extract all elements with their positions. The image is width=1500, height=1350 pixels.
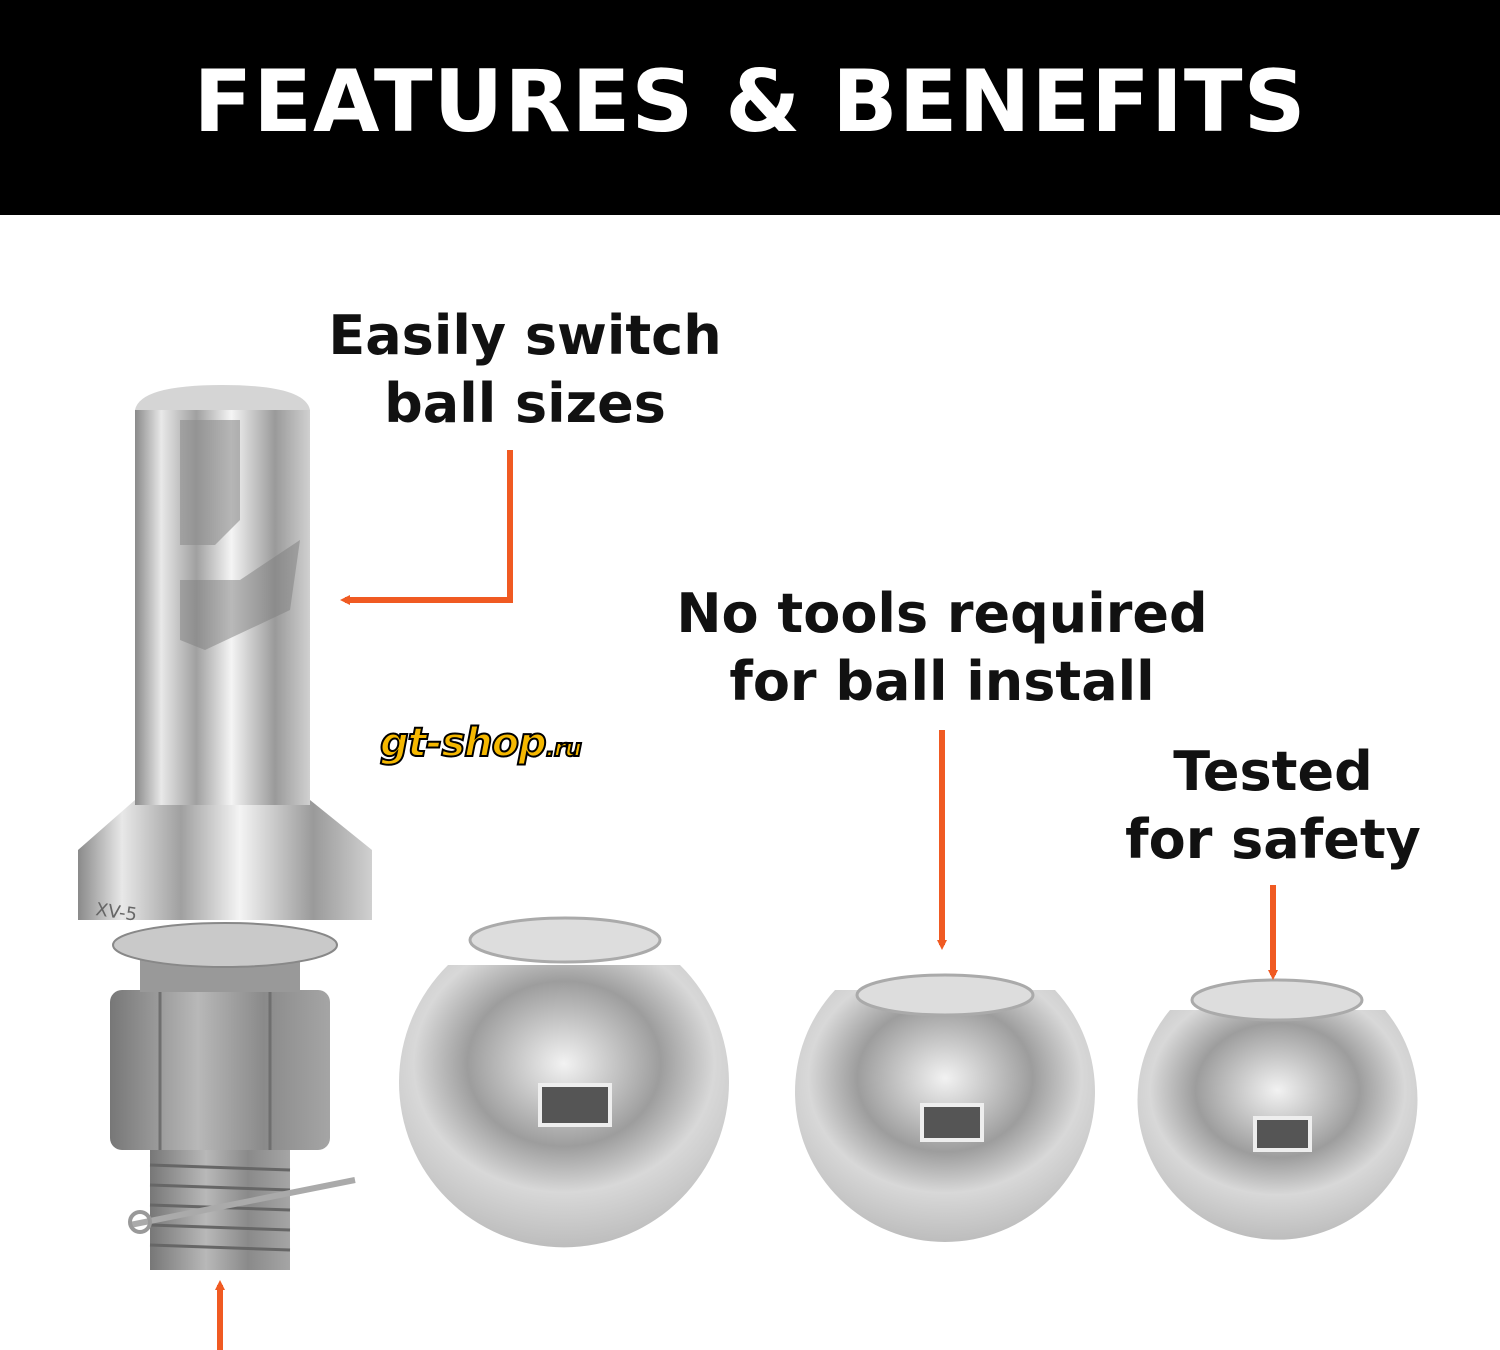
watermark-main: gt-shop [379, 719, 548, 767]
page-title: FEATURES & BENEFITS [193, 52, 1307, 152]
callout-line: ball sizes [384, 372, 666, 435]
arrow-switch-sizes [340, 450, 513, 605]
callout-tested: Tested for safety [1073, 738, 1473, 874]
watermark-suffix: .ru [545, 733, 583, 763]
callout-line: for safety [1125, 808, 1421, 871]
watermark-logo: gt-shop.ru [379, 719, 583, 767]
hitch-ball-small [1137, 978, 1418, 1240]
shank-marking: XV-5 [94, 899, 138, 926]
header-banner: FEATURES & BENEFITS [0, 0, 1500, 215]
callout-arrows [215, 450, 1278, 1350]
hitch-ball-medium [795, 973, 1095, 1242]
hitch-ball-large [398, 916, 729, 1248]
callout-line: Easily switch [328, 304, 722, 367]
callout-line: for ball install [729, 650, 1155, 713]
callout-line: Tested [1173, 740, 1373, 803]
ball-mount-shank: XV-5 [78, 385, 372, 1270]
callout-line: No tools required [676, 582, 1208, 645]
callout-no-tools: No tools required for ball install [642, 580, 1242, 716]
callout-switch-sizes: Easily switch ball sizes [300, 302, 750, 438]
